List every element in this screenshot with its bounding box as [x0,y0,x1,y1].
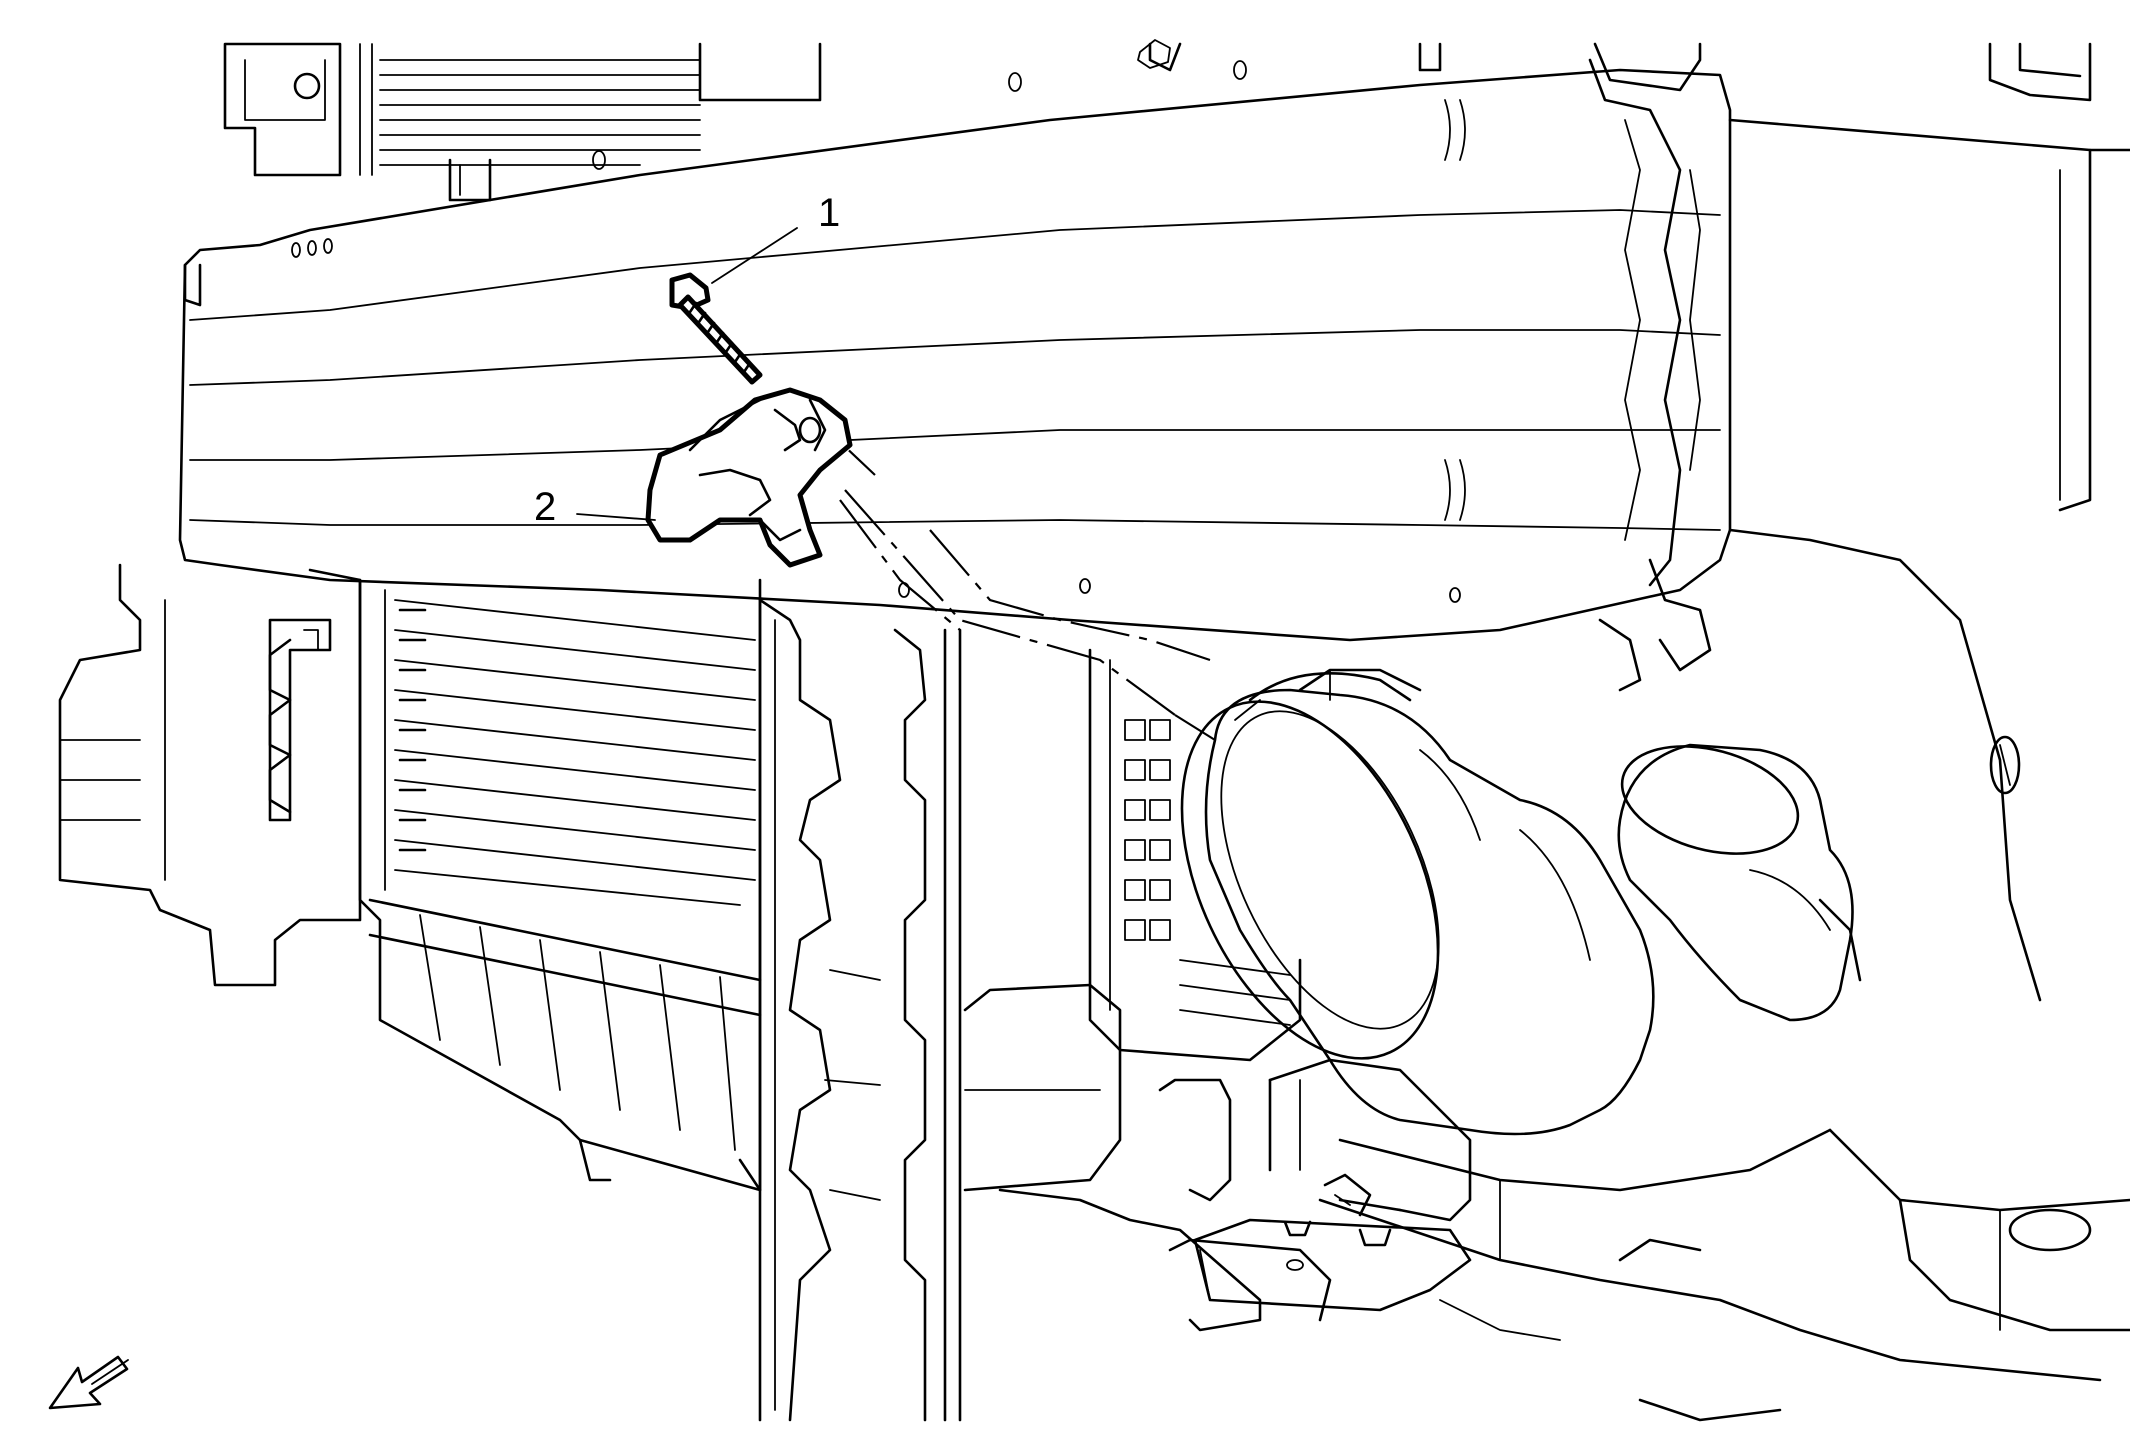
front-direction-arrow-icon [48,1355,129,1410]
right-side-structure [1598,118,2130,1332]
air-intake-hose [1180,668,1655,1136]
callout-1-leader [711,227,798,284]
upper-radiator-support [223,39,2092,177]
center-grille [1088,648,1302,1062]
impact-sensor [645,387,853,568]
callout-2-number: 2 [534,485,556,529]
bumper-impact-bar [178,58,1732,642]
right-intake-hose [1617,743,1862,1022]
callout-1-number: 1 [818,191,840,235]
bolt-fastener [669,272,763,385]
condenser-grille [358,578,762,1192]
lower-frame [963,983,2102,1422]
lower-mount-bracket [1158,1058,1472,1312]
center-support-column [758,598,962,1422]
left-side-bracket [58,563,362,987]
callout-2-leader [576,513,656,521]
